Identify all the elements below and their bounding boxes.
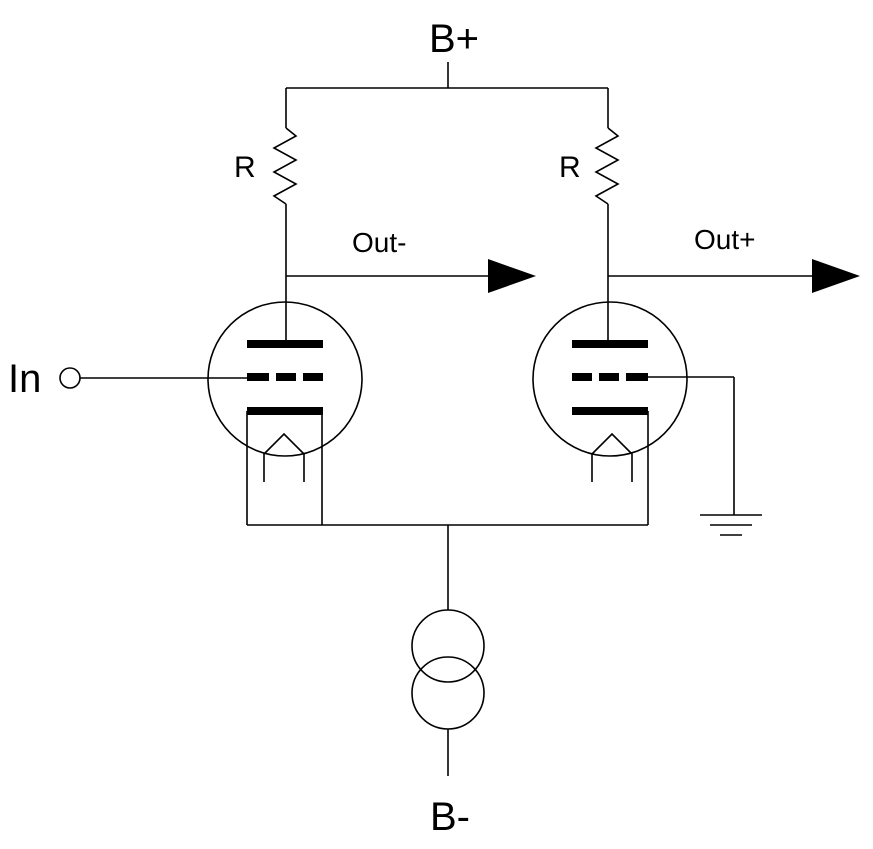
tube-left bbox=[207, 301, 363, 525]
out-plus-label: Out+ bbox=[694, 224, 755, 255]
resistor-left-label: R bbox=[234, 151, 256, 184]
out-minus-label: Out- bbox=[352, 227, 406, 258]
input-terminal bbox=[59, 367, 268, 389]
output-plus bbox=[608, 259, 860, 293]
input-label: In bbox=[8, 357, 41, 401]
ground-connection bbox=[648, 376, 762, 536]
cathode-tail bbox=[247, 524, 648, 610]
tube-right bbox=[532, 301, 688, 525]
b-minus-label: B- bbox=[430, 795, 470, 839]
b-plus-label: B+ bbox=[429, 17, 479, 61]
output-minus bbox=[286, 259, 536, 293]
current-source bbox=[411, 609, 485, 776]
resistor-right bbox=[594, 127, 620, 340]
resistor-left bbox=[272, 127, 298, 340]
b-plus-rail bbox=[285, 62, 609, 128]
resistor-right-label: R bbox=[559, 151, 581, 184]
